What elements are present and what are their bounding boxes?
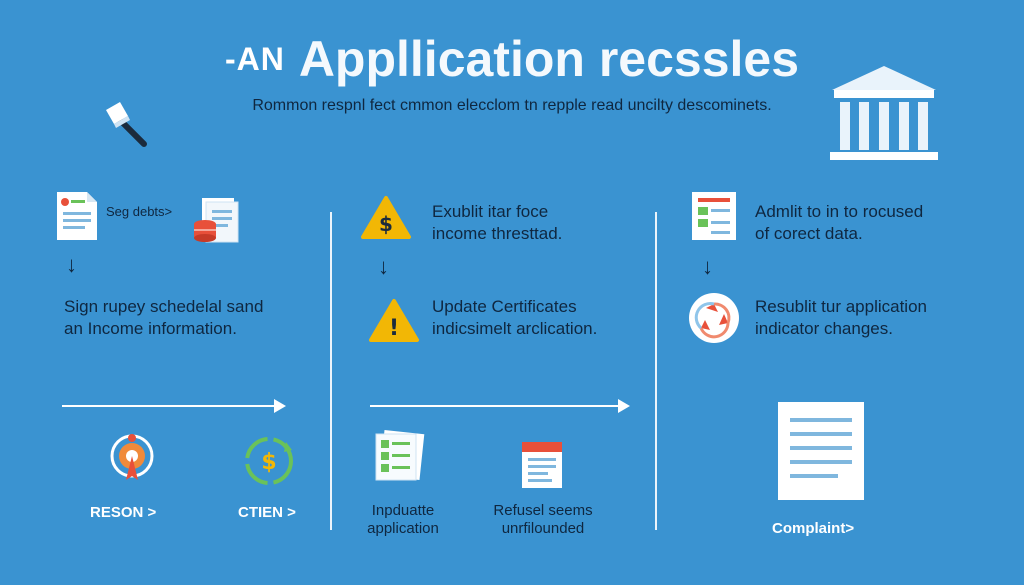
money-cycle-icon: $ — [242, 434, 296, 488]
down-arrow-icon: ↓ — [66, 252, 77, 277]
step-1-text: Sign rupey schedelal sand an Income info… — [64, 296, 263, 340]
down-arrow-icon: ↓ — [378, 254, 389, 279]
action-label: CTIEN > — [238, 504, 296, 521]
debt-records-icon — [192, 196, 242, 244]
refusal-document-icon — [520, 440, 564, 490]
divider — [330, 212, 332, 530]
doc-label: Seg debts> — [106, 204, 173, 219]
reason-label: RESON > — [90, 504, 157, 521]
checklist-icon — [374, 430, 428, 482]
title-text: Appllication recssles — [298, 31, 800, 87]
page-subtitle: Rommon respnl fect cmmon elecclom tn rep… — [252, 97, 772, 114]
svg-text:!: ! — [389, 316, 399, 341]
gavel-icon — [100, 100, 152, 152]
flow-arrow — [62, 399, 286, 413]
step-5-text: Resublit tur application indicator chang… — [755, 297, 927, 338]
page-title: -AN Appllication recssles — [0, 30, 1024, 88]
svg-text:$: $ — [379, 212, 393, 236]
flow-arrow — [370, 399, 630, 413]
target-icon — [104, 432, 160, 488]
recycle-icon — [688, 292, 740, 344]
dollar-warning-icon: $ — [360, 195, 412, 241]
refusal-label: Refusel seems unrfilounded — [493, 502, 593, 537]
document-icon — [55, 190, 99, 242]
down-arrow-icon: ↓ — [702, 254, 713, 279]
step-1-line: Sign rupey schedelal sand an Income info… — [64, 297, 264, 338]
step-3-text: Update Certificates indicsimelt arclicat… — [432, 297, 598, 338]
svg-text:$: $ — [261, 450, 276, 475]
complaint-label: Complaint> — [772, 520, 855, 537]
courthouse-icon — [828, 64, 940, 162]
title-prefix: -AN — [224, 41, 285, 77]
divider — [655, 212, 657, 530]
update-label: Inpduatte application — [367, 502, 439, 537]
step-4-text: Admlit to in to rocused of corect data. — [755, 202, 924, 243]
complaint-document-icon — [776, 400, 868, 504]
step-2-text: Exublit itar foce income thresttad. — [432, 202, 563, 243]
warning-icon: ! — [368, 298, 420, 344]
form-document-icon — [690, 190, 738, 242]
